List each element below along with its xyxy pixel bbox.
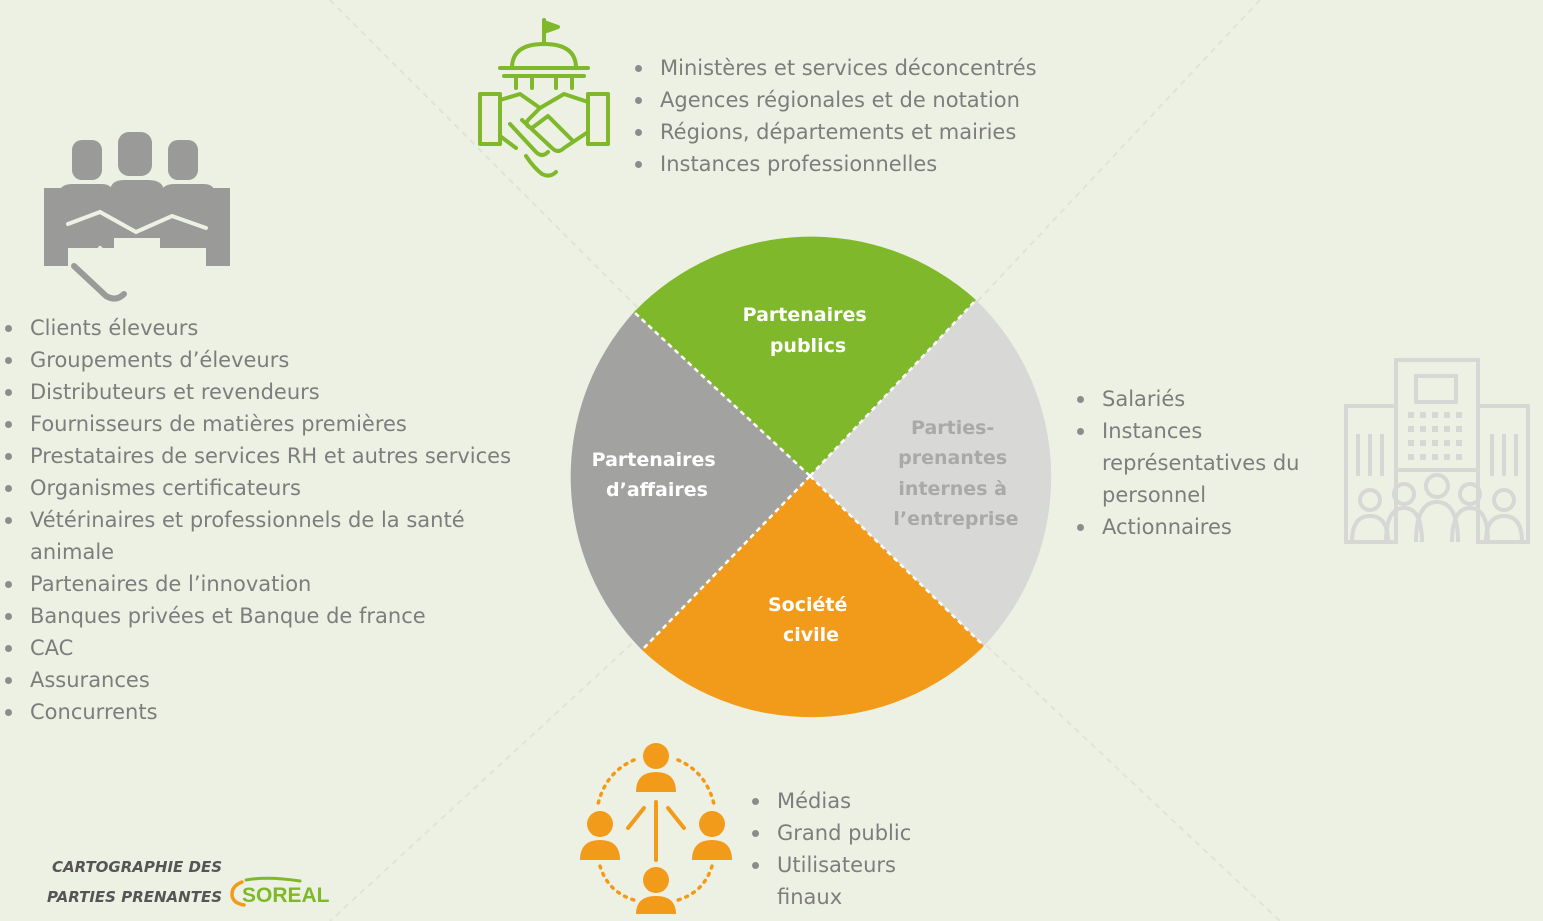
wheel-segment-business	[570, 312, 810, 650]
list-item: Concurrents	[2, 696, 542, 728]
list-item: Vétérinaires et professionnels de la san…	[2, 504, 542, 568]
list-item: Groupements d’éleveurs	[2, 344, 542, 376]
list-item: CAC	[2, 632, 542, 664]
segment-label: Société	[768, 594, 847, 616]
list-item: Instances représentatives du personnel	[1074, 415, 1344, 511]
segment-label: Parties-	[911, 417, 994, 439]
stakeholder-wheel: Partenaires publics Parties- prenantes i…	[570, 236, 1052, 718]
segment-label: publics	[770, 335, 846, 357]
wheel-segment-civil	[642, 476, 984, 718]
footer-title-line1: CARTOGRAPHIE DES	[51, 858, 222, 876]
segment-label: d’affaires	[606, 479, 708, 501]
list-item: Médias	[749, 785, 959, 817]
public-partners-list: Ministères et services déconcentrés Agen…	[632, 52, 1037, 180]
list-item: Distributeurs et revendeurs	[2, 376, 542, 408]
soreal-logo: SOREAL	[230, 876, 330, 907]
wheel-segment-public	[634, 236, 976, 476]
segment-label: Partenaires	[592, 449, 716, 471]
internal-stakeholders-list: Salariés Instances représentatives du pe…	[1074, 383, 1344, 543]
segment-label: Partenaires	[743, 304, 867, 326]
list-item: Fournisseurs de matières premières	[2, 408, 542, 440]
segment-label: civile	[783, 624, 839, 646]
list-item: Instances professionnelles	[632, 148, 1037, 180]
wheel-segment-internal	[810, 300, 1052, 646]
list-item: Régions, départements et mairies	[632, 116, 1037, 148]
government-handshake-icon	[478, 18, 610, 178]
list-item: Prestataires de services RH et autres se…	[2, 440, 542, 472]
list-item: Organismes certificateurs	[2, 472, 542, 504]
segment-label: l’entreprise	[893, 508, 1018, 530]
list-item: Actionnaires	[1074, 511, 1344, 543]
business-partners-list: Clients éleveurs Groupements d’éleveurs …	[2, 312, 542, 728]
footer-title-line2: PARTIES PRENANTES	[47, 888, 222, 906]
list-item: Clients éleveurs	[2, 312, 542, 344]
company-building-people-icon	[1344, 358, 1530, 544]
svg-text:Société civile: Société civile	[768, 594, 854, 646]
people-network-icon	[580, 743, 732, 914]
segment-label: internes à	[898, 478, 1007, 500]
svg-text:Partenaires publics: Partenaires publics	[743, 304, 874, 357]
list-item: Ministères et services déconcentrés	[632, 52, 1037, 84]
footer-caption: CARTOGRAPHIE DES PARTIES PRENANTES	[22, 852, 222, 912]
svg-text:Partenaires d’affaires: Partenaires d’affaires	[592, 449, 723, 501]
business-people-handshake-icon	[44, 132, 230, 302]
list-item: Salariés	[1074, 383, 1344, 415]
segment-label: prenantes	[898, 447, 1007, 469]
list-item: Assurances	[2, 664, 542, 696]
list-item: Grand public	[749, 817, 959, 849]
logo-text: SOREAL	[242, 884, 330, 907]
list-item: Banques privées et Banque de france	[2, 600, 542, 632]
list-item: Agences régionales et de notation	[632, 84, 1037, 116]
list-item: Partenaires de l’innovation	[2, 568, 542, 600]
civil-society-list: Médias Grand public Utilisateurs finaux	[749, 785, 959, 913]
list-item: Utilisateurs finaux	[749, 849, 959, 913]
svg-text:Parties- prenantes int: Parties- prenantes internes à l’entrepri…	[893, 417, 1018, 530]
